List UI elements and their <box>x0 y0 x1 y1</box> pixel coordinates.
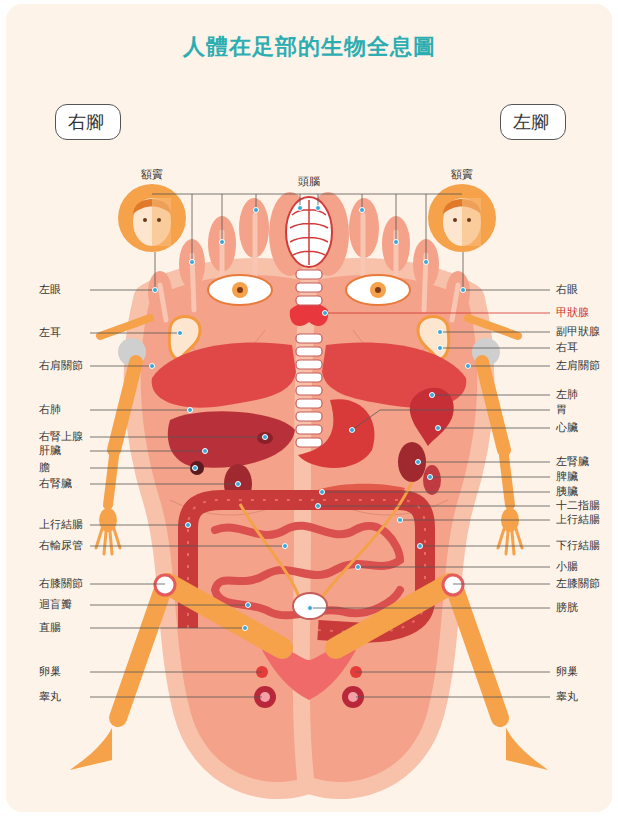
organ-label: 右輸尿管 <box>38 539 84 553</box>
organ-label: 右腎上腺 <box>38 430 84 444</box>
organ-label: 左膝關節 <box>555 577 601 591</box>
organ-label: 左肩關節 <box>555 359 601 373</box>
diagram-title: 人體在足部的生物全息圖 <box>183 32 436 62</box>
organ-label: 胃 <box>555 403 568 417</box>
organ-label: 左肺 <box>555 388 579 402</box>
organ-label: 左耳 <box>38 326 62 340</box>
organ-label: 額竇 <box>450 168 474 182</box>
organ-label: 卵巢 <box>38 665 62 679</box>
organ-label: 左腎臟 <box>555 455 590 469</box>
foot-side-box: 左腳 <box>500 104 566 140</box>
organ-label: 右膝關節 <box>38 577 84 591</box>
organ-label: 上行結腸 <box>38 518 84 532</box>
organ-label: 上行結腸 <box>555 513 601 527</box>
organ-label: 睾丸 <box>38 690 62 704</box>
organ-label: 心臟 <box>555 421 579 435</box>
organ-label: 膽 <box>38 461 51 475</box>
organ-label: 小腸 <box>555 560 579 574</box>
organ-label: 右肺 <box>38 403 62 417</box>
box-label: 右腳 <box>56 105 120 139</box>
organ-label: 副甲狀腺 <box>555 325 601 339</box>
organ-label: 睾丸 <box>555 690 579 704</box>
organ-label: 右腎臟 <box>38 477 73 491</box>
organ-label: 甲狀腺 <box>555 306 590 320</box>
organ-label: 脾臟 <box>555 470 579 484</box>
organ-label: 下行結腸 <box>555 539 601 553</box>
organ-label: 左眼 <box>38 283 62 297</box>
organ-label: 迴盲瓣 <box>38 598 73 612</box>
organ-label: 膀胱 <box>555 601 579 615</box>
organ-label: 額竇 <box>140 168 164 182</box>
organ-label: 十二指腸 <box>555 499 601 513</box>
organ-label: 右耳 <box>555 341 579 355</box>
organ-label: 肝臟 <box>38 444 62 458</box>
organ-label: 頭腦 <box>297 175 321 189</box>
organ-label: 卵巢 <box>555 665 579 679</box>
organ-label: 胰臟 <box>555 485 579 499</box>
foot-side-box: 右腳 <box>55 104 121 140</box>
organ-label: 直腸 <box>38 621 62 635</box>
organ-label: 右眼 <box>555 283 579 297</box>
box-label: 左腳 <box>501 105 565 139</box>
organ-label: 右肩關節 <box>38 359 84 373</box>
